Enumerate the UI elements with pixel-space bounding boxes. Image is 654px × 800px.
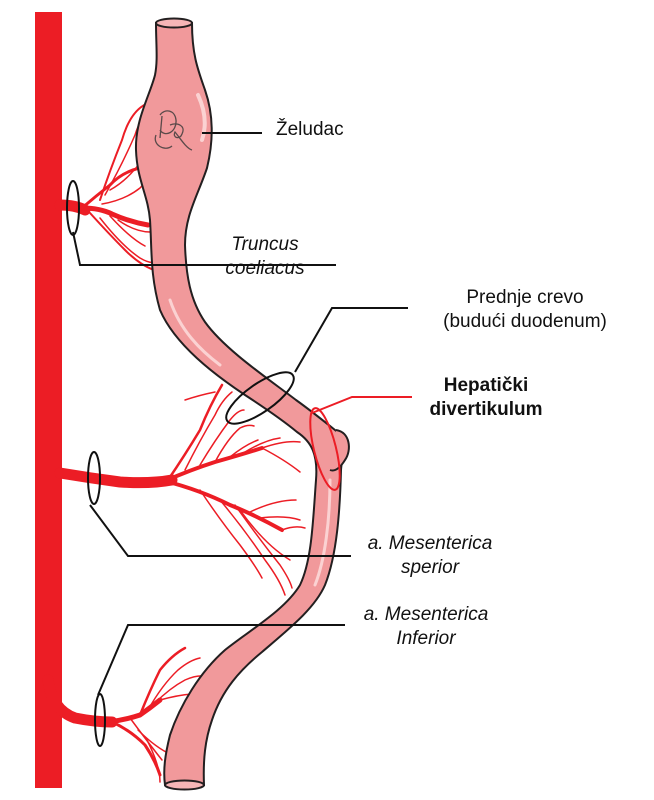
ima-ring [94,693,106,747]
aorta [35,12,62,788]
label-ima: a. Mesenterica Inferior [363,604,489,649]
label-sma: a. Mesenterica sperior [367,533,493,578]
gut-highlight [313,478,332,587]
label-celiac-trunk: Truncus coeliacus [225,234,305,279]
superior-mesenteric-vessels [54,383,306,596]
leader-lines [72,132,408,696]
hepatic-leader-line [311,396,412,414]
sma-ring [87,451,101,505]
label-stomach: Želudac [276,119,344,140]
gut-highlight [168,298,222,367]
foregut-ring [225,371,295,425]
inferior-mesenteric-vessels [42,646,207,783]
hepatic-ring [309,407,341,491]
celiac-trunk-vessels [54,103,157,271]
gut-bottom-opening [164,779,205,791]
label-foregut: Prednje crevo (budući duodenum) [443,287,607,332]
gut-top-opening [155,17,193,29]
gut-highlight [196,93,207,142]
label-hepatic-diverticulum: Hepatički divertikulum [429,375,543,420]
stomach-logo [154,110,193,151]
